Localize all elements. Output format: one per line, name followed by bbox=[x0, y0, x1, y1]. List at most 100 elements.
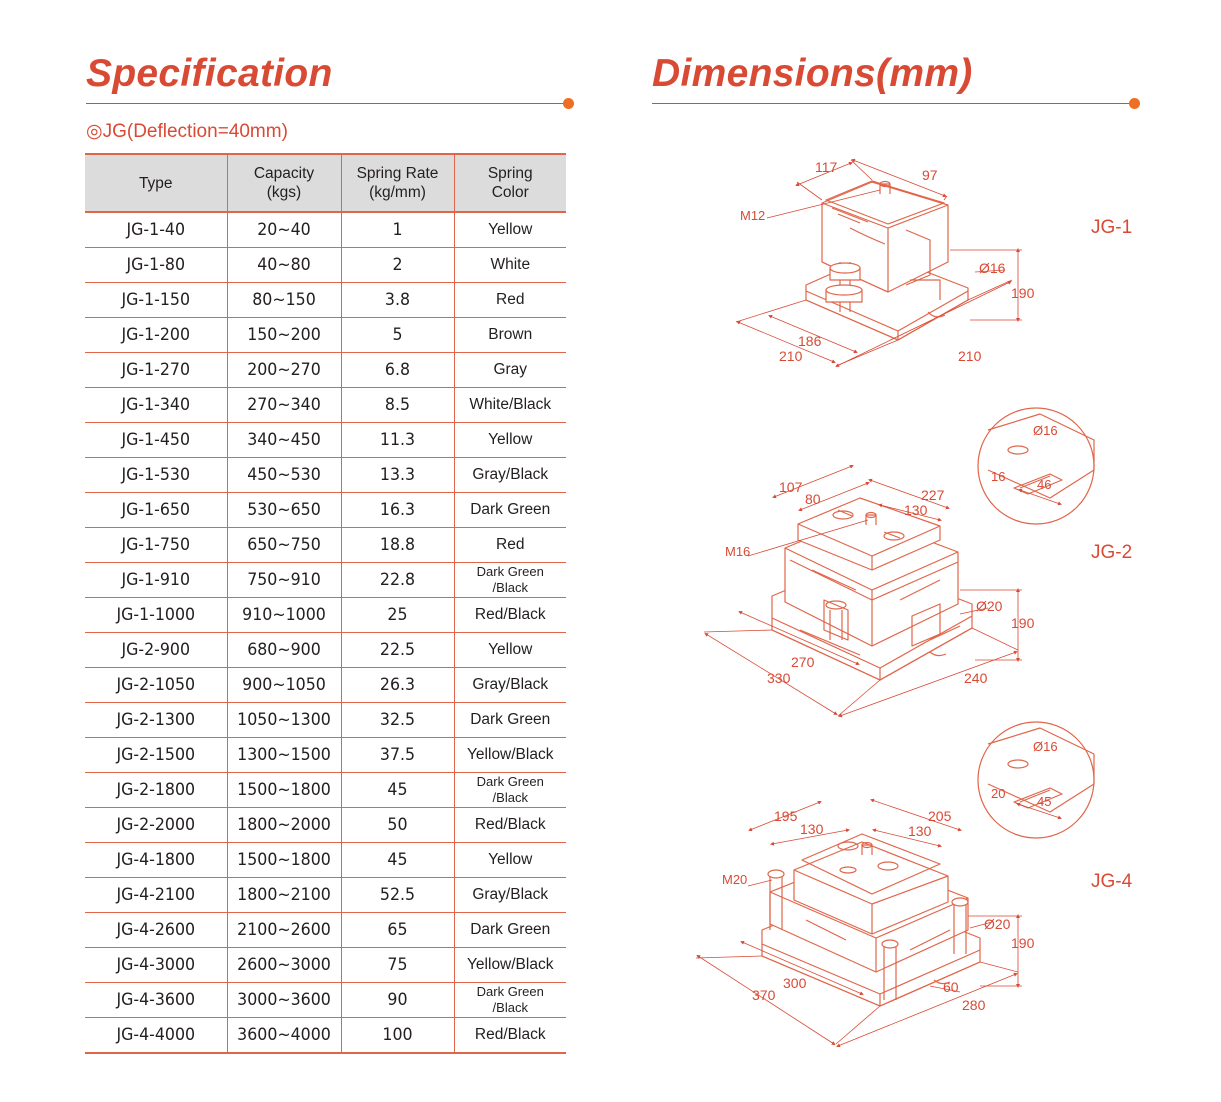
cell-spring-color: Red bbox=[454, 282, 566, 318]
jg4-dim-top-b: 130 bbox=[800, 821, 824, 837]
cell-spring-color: Dark Green bbox=[454, 912, 566, 948]
cell-capacity: 1050~1300 bbox=[230, 702, 338, 738]
cell-spring-color: Red/Black bbox=[454, 807, 566, 843]
cell-capacity: 650~750 bbox=[230, 527, 338, 563]
header-spring-color-label: Spring bbox=[487, 165, 533, 182]
cell-spring-rate: 75 bbox=[344, 947, 451, 983]
cell-type: JG-2-1500 bbox=[89, 737, 223, 773]
cell-capacity: 530~650 bbox=[230, 492, 338, 528]
jg1-bolt-size: M12 bbox=[740, 208, 765, 223]
cell-spring-rate: 3.8 bbox=[344, 282, 451, 318]
cell-spring-color: White bbox=[454, 247, 566, 283]
jg1-drawing bbox=[735, 158, 1022, 367]
cell-spring-rate: 65 bbox=[344, 912, 451, 948]
cell-type: JG-4-4000 bbox=[89, 1017, 223, 1054]
divider-dot bbox=[1129, 98, 1140, 109]
jg2-dim-top-b: 80 bbox=[805, 491, 821, 507]
jg4-hole-size: Ø20 bbox=[984, 916, 1011, 932]
cell-type: JG-1-340 bbox=[89, 387, 223, 423]
specification-title: Specification bbox=[86, 52, 333, 95]
cell-type: JG-4-2100 bbox=[89, 877, 223, 913]
cell-spring-rate: 26.3 bbox=[344, 667, 451, 703]
jg2-drawing bbox=[703, 407, 1095, 718]
cell-capacity: 40~80 bbox=[230, 247, 338, 283]
cell-spring-rate: 22.8 bbox=[344, 562, 451, 598]
double-circle-icon: ◎ bbox=[86, 121, 103, 142]
jg1-dim-top-b: 97 bbox=[922, 167, 938, 183]
jg4-slot: 60 bbox=[943, 979, 959, 995]
cell-capacity: 3000~3600 bbox=[230, 982, 338, 1018]
jg2-detail-b: 46 bbox=[1037, 477, 1051, 492]
jg1-dim-top-a: 117 bbox=[815, 159, 838, 175]
cell-spring-rate: 32.5 bbox=[344, 702, 451, 738]
cell-spring-rate: 37.5 bbox=[344, 737, 451, 773]
header-spring-rate-unit: (kg/mm) bbox=[369, 184, 426, 201]
cell-capacity: 340~450 bbox=[230, 422, 338, 458]
jg4-detail-a: 20 bbox=[991, 786, 1005, 801]
header-spring-color-label-2: Color bbox=[491, 184, 529, 201]
cell-spring-rate: 16.3 bbox=[344, 492, 451, 528]
cell-spring-color: Red bbox=[454, 527, 566, 563]
jg4-height: 190 bbox=[1011, 935, 1035, 951]
cell-spring-color: Dark Green bbox=[454, 492, 566, 528]
cell-capacity: 2600~3000 bbox=[230, 947, 338, 983]
cell-spring-color: Gray/Black bbox=[454, 457, 566, 493]
cell-spring-color: Yellow/Black bbox=[454, 737, 566, 773]
cell-capacity: 3600~4000 bbox=[230, 1017, 338, 1054]
cell-capacity: 1500~1800 bbox=[230, 842, 338, 878]
cell-spring-rate: 13.3 bbox=[344, 457, 451, 493]
dimensions-title: Dimensions(mm) bbox=[652, 52, 973, 95]
cell-spring-rate: 45 bbox=[344, 772, 451, 808]
jg1-width-a: 210 bbox=[779, 348, 803, 364]
divider-dot bbox=[563, 98, 574, 109]
cell-spring-rate: 2 bbox=[344, 247, 451, 283]
jg2-dim-top-c: 227 bbox=[921, 487, 945, 503]
cell-type: JG-1-450 bbox=[89, 422, 223, 458]
cell-capacity: 750~910 bbox=[230, 562, 338, 598]
jg2-height: 190 bbox=[1011, 615, 1035, 631]
cell-capacity: 20~40 bbox=[230, 212, 338, 248]
cell-spring-rate: 8.5 bbox=[344, 387, 451, 423]
deflection-subtitle: ◎JG(Deflection=40mm) bbox=[86, 120, 288, 143]
cell-type: JG-4-3000 bbox=[89, 947, 223, 983]
header-capacity-unit: (kgs) bbox=[266, 184, 302, 201]
cell-capacity: 270~340 bbox=[230, 387, 338, 423]
cell-spring-color: Dark Green bbox=[454, 702, 566, 738]
jg4-width-a: 370 bbox=[752, 987, 776, 1003]
cell-capacity: 450~530 bbox=[230, 457, 338, 493]
cell-type: JG-1-910 bbox=[89, 562, 223, 598]
jg4-detail-b: 45 bbox=[1037, 794, 1051, 809]
header-capacity: Capacity(kgs) bbox=[227, 154, 342, 213]
jg1-inner-width: 186 bbox=[798, 333, 822, 349]
cell-capacity: 1500~1800 bbox=[230, 772, 338, 808]
jg1-hole-size: Ø16 bbox=[979, 260, 1006, 276]
cell-spring-color: Yellow bbox=[454, 632, 566, 668]
cell-spring-color: Dark Green/Black bbox=[454, 982, 566, 1018]
cell-capacity: 1300~1500 bbox=[230, 737, 338, 773]
cell-capacity: 200~270 bbox=[230, 352, 338, 388]
cell-spring-rate: 6.8 bbox=[344, 352, 451, 388]
jg4-dim-top-d: 130 bbox=[908, 823, 932, 839]
header-spring-rate: Spring Rate(kg/mm) bbox=[341, 154, 455, 213]
cell-type: JG-1-650 bbox=[89, 492, 223, 528]
cell-spring-rate: 5 bbox=[344, 317, 451, 353]
